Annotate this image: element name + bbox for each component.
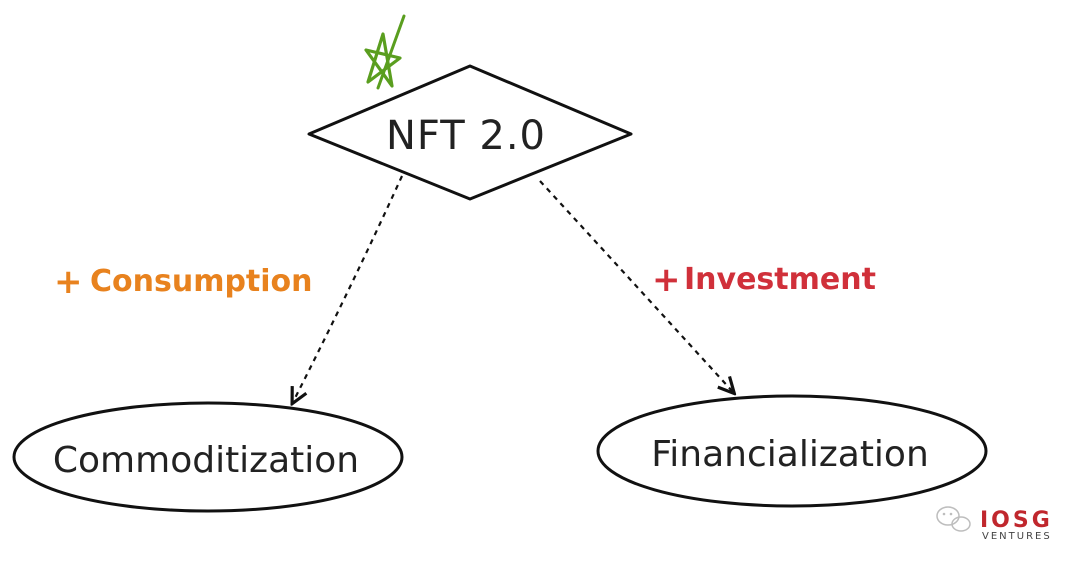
edge-left-arrow [293,175,404,402]
node-right-ellipse [596,394,988,508]
edge-right-sign: + [652,260,681,300]
node-right: Financialization [596,394,988,508]
edge-left-label: + Consumption [54,262,313,302]
node-left: Commoditization [12,401,404,513]
root-node: NFT 2.0 [307,64,633,201]
edge-left-sign: + [54,262,83,302]
watermark: IOSG VENTURES [936,506,1053,542]
edge-left-text: Consumption [90,264,313,299]
node-left-label: Commoditization [53,440,359,481]
star-doodle-icon [364,14,406,90]
watermark-brand: IOSG [980,508,1053,533]
edge-right-text: Investment [684,262,876,297]
watermark-sub: VENTURES [982,531,1052,542]
node-right-label: Financialization [651,434,929,475]
edge-right-arrow [539,180,733,392]
node-left-ellipse [12,401,404,513]
root-label: NFT 2.0 [386,113,546,159]
root-diamond-shape [307,64,633,201]
edge-right-label: + Investment [652,260,876,300]
wechat-icon [936,506,971,532]
